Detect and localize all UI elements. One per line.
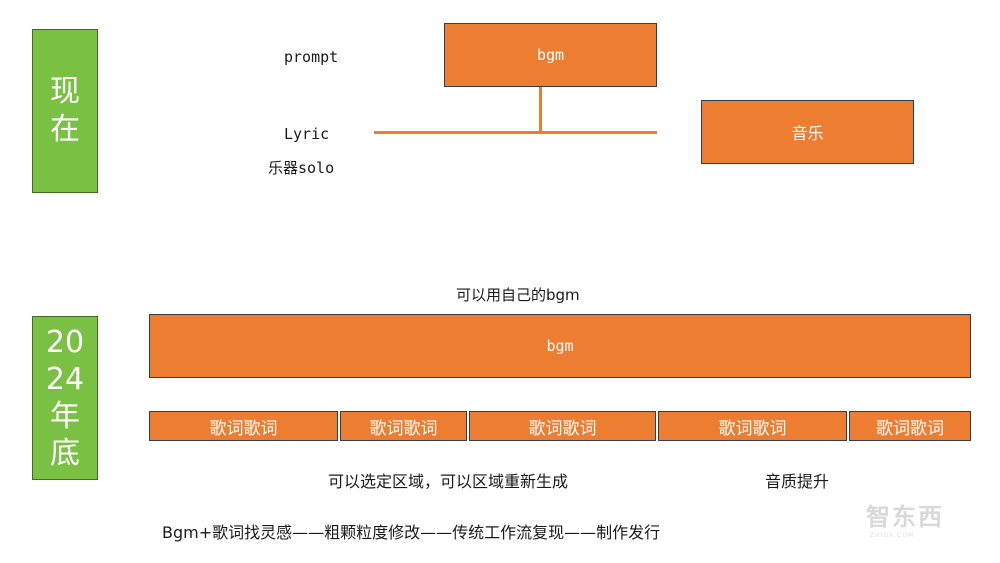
lyric-block: 歌词歌词 [149,411,338,441]
workflow-caption: Bgm+歌词找灵感——粗颗粒度修改——传统工作流复现——制作发行 [162,523,661,542]
lyric-block: 歌词歌词 [469,411,656,441]
bgm-bar: bgm [149,314,971,378]
own-bgm-caption: 可以用自己的bgm [456,286,580,304]
lyric-block: 歌词歌词 [849,411,971,441]
connector-vertical [539,87,542,132]
end-2024-label: 20 24 年 底 [32,316,98,480]
now-label: 现 在 [32,29,98,193]
quality-caption: 音质提升 [765,472,830,491]
bgm-box: bgm [444,23,657,87]
connector-horizontal [374,131,657,134]
music-box: 音乐 [701,100,914,164]
prompt-label: prompt [284,48,339,66]
select-region-caption: 可以选定区域，可以区域重新生成 [328,472,569,491]
watermark-logo: 智东西 [866,503,944,531]
solo-label: 乐器solo [268,159,335,177]
lyric-block: 歌词歌词 [658,411,847,441]
watermark-subtext: ZHIDX.COM [870,532,915,539]
lyric-label: Lyric [284,125,330,143]
lyric-block: 歌词歌词 [340,411,467,441]
